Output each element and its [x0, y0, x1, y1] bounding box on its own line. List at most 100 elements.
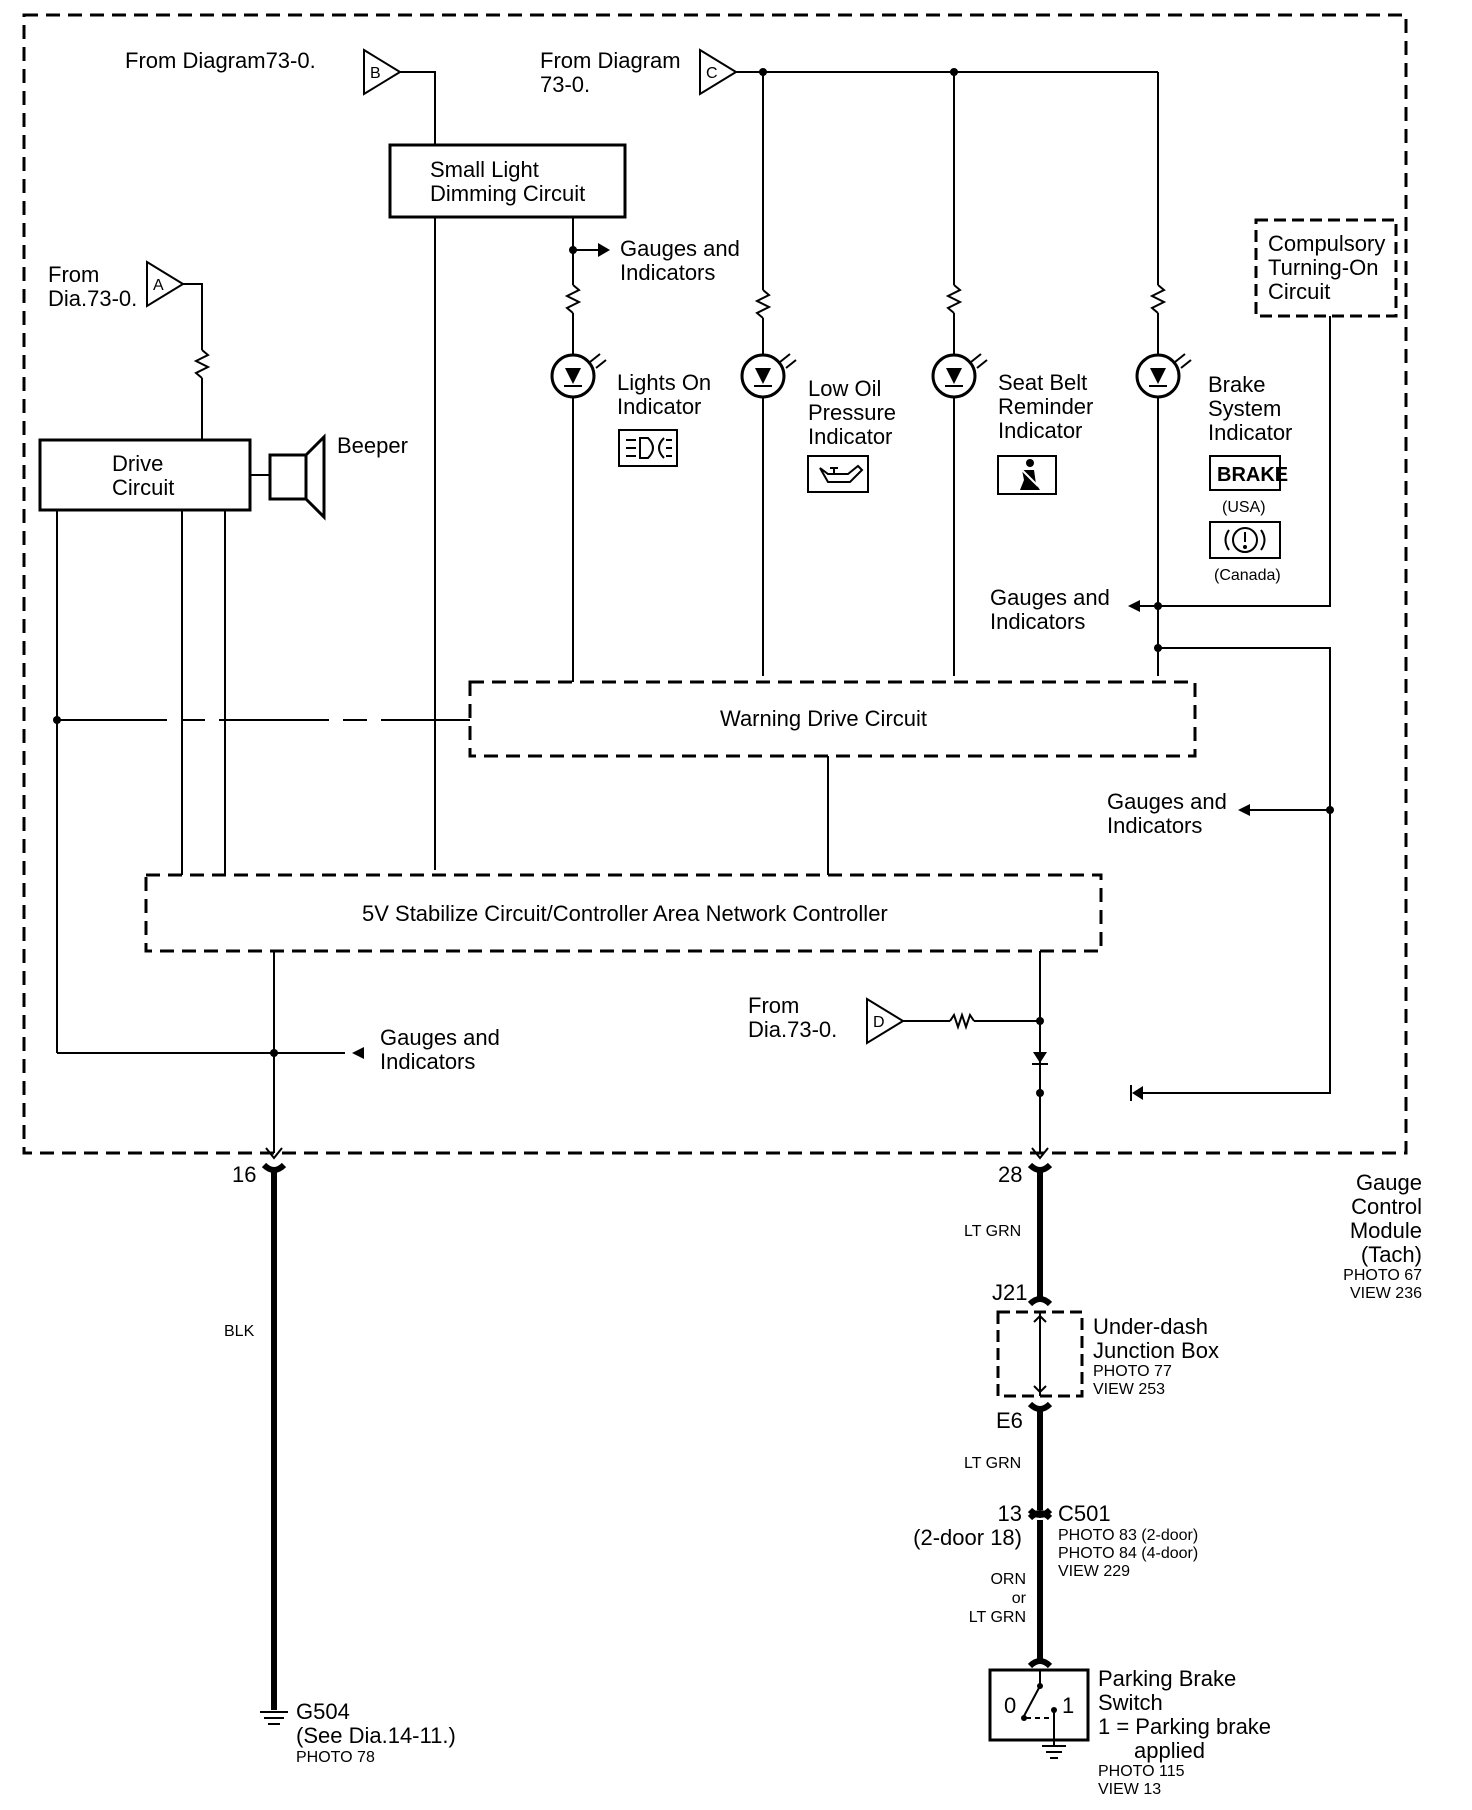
seat-belt-label-1: Seat Belt: [998, 370, 1087, 395]
input-a: From Dia.73-0. A: [48, 260, 211, 440]
input-b: From Diagram73-0. B: [125, 48, 436, 145]
small-light-dimming-circuit: Small Light Dimming Circuit: [388, 143, 627, 219]
svg-text:5V Stabilize Circuit/Controlle: 5V Stabilize Circuit/Controller Area Net…: [362, 901, 888, 926]
under-dash-junction-box: Under-dash Junction Box PHOTO 77 VIEW 25…: [996, 1310, 1219, 1398]
svg-text:PHOTO 67: PHOTO 67: [1343, 1267, 1422, 1284]
svg-text:VIEW 229: VIEW 229: [1058, 1563, 1130, 1580]
parking-brake-label-2: Switch: [1098, 1690, 1163, 1715]
seat-belt-label-3: Indicator: [998, 418, 1082, 443]
parking-brake-switch: 0 1: [988, 1668, 1090, 1742]
c501-label: C501: [1058, 1501, 1111, 1526]
pin-13-alt-label: (2-door 18): [913, 1525, 1022, 1550]
gauges-label-2b: Indicators: [990, 609, 1085, 634]
svg-text:Drive: Drive: [112, 451, 163, 476]
input-d-from-label-1: From: [748, 993, 799, 1018]
lt-grn-label-1: LT GRN: [964, 1223, 1021, 1240]
low-oil-label-2: Pressure: [808, 400, 896, 425]
parking-brake-note-1: 1 = Parking brake: [1098, 1714, 1271, 1739]
input-a-from-label-1: From: [48, 262, 99, 287]
gauges-label-2a: Gauges and: [990, 585, 1110, 610]
beeper-icon: [250, 433, 326, 521]
parking-brake-view: VIEW 13: [1098, 1781, 1161, 1798]
input-c-letter: C: [706, 65, 718, 82]
svg-text:Warning Drive Circuit: Warning Drive Circuit: [720, 706, 927, 731]
gauges-label-1a: Gauges and: [620, 236, 740, 261]
parking-brake-label-1: Parking Brake: [1098, 1666, 1236, 1691]
input-d: From Dia.73-0. D: [748, 993, 1044, 1045]
svg-text:Turning-On: Turning-On: [1268, 255, 1378, 280]
g504-label: G504: [296, 1699, 350, 1724]
input-a-letter: A: [153, 277, 164, 294]
svg-text:(Tach): (Tach): [1361, 1242, 1422, 1267]
j21-label: J21: [992, 1280, 1027, 1305]
svg-text:PHOTO 77: PHOTO 77: [1093, 1363, 1172, 1380]
gauges-label-4a: Gauges and: [380, 1025, 500, 1050]
seat-belt-person-icon: [997, 455, 1057, 495]
input-d-letter: D: [873, 1014, 885, 1031]
gauges-label-3a: Gauges and: [1107, 789, 1227, 814]
brake-canada-label: (Canada): [1214, 567, 1281, 584]
brake-label-1: Brake: [1208, 372, 1265, 397]
drive-circuit: Drive Circuit: [38, 438, 252, 512]
svg-text:VIEW 253: VIEW 253: [1093, 1381, 1165, 1398]
diode-return-icon: [1130, 1085, 1143, 1101]
c501-connector: 13 (2-door 18) C501 PHOTO 83 (2-door) PH…: [913, 1501, 1198, 1580]
svg-text:Under-dash: Under-dash: [1093, 1314, 1208, 1339]
ground-g504-icon: [260, 1711, 288, 1725]
svg-text:Control: Control: [1351, 1194, 1422, 1219]
warning-drive-circuit: Warning Drive Circuit: [468, 680, 1197, 758]
svg-text:PHOTO 84 (4-door): PHOTO 84 (4-door): [1058, 1545, 1198, 1562]
switch-pos1-label: 1: [1062, 1693, 1074, 1718]
stabilize-can-controller: 5V Stabilize Circuit/Controller Area Net…: [144, 873, 1103, 953]
svg-text:Circuit: Circuit: [112, 475, 174, 500]
brake-canada-icon: [1209, 521, 1281, 559]
lights-on-label-1: Lights On: [617, 370, 711, 395]
svg-text:Small Light: Small Light: [430, 157, 539, 182]
gauges-label-1b: Indicators: [620, 260, 715, 285]
svg-text:PHOTO 83 (2-door): PHOTO 83 (2-door): [1058, 1527, 1198, 1544]
pin-28-label: 28: [998, 1162, 1022, 1187]
parking-brake-note-2: applied: [1134, 1738, 1205, 1763]
pin-13-label: 13: [998, 1501, 1022, 1526]
low-oil-label-1: Low Oil: [808, 376, 881, 401]
switch-pos0-label: 0: [1004, 1693, 1016, 1718]
lt-grn-wire-upper: 28 LT GRN: [964, 1162, 1053, 1300]
diode-d-icon: [1032, 1052, 1048, 1065]
input-d-from-label-2: Dia.73-0.: [748, 1017, 837, 1042]
brake-usa-icon: BRAKE: [1209, 455, 1288, 491]
input-a-from-label-2: Dia.73-0.: [48, 286, 137, 311]
input-c-from-label-2: 73-0.: [540, 72, 590, 97]
gauges-label-3b: Indicators: [1107, 813, 1202, 838]
brake-branch: Brake System Indicator BRAKE (USA) (Cana…: [1135, 72, 1292, 676]
headlight-symbol-icon: [618, 429, 678, 467]
svg-text:Gauge: Gauge: [1356, 1170, 1422, 1195]
svg-text:Module: Module: [1350, 1218, 1422, 1243]
g504-see-label: (See Dia.14-11.): [296, 1723, 456, 1748]
parking-brake-photo: PHOTO 115: [1098, 1763, 1185, 1780]
or-label: or: [1012, 1590, 1027, 1607]
e6-label: E6: [996, 1408, 1023, 1433]
oil-can-icon: [807, 455, 869, 493]
lights-on-branch: Gauges and Indicators Lights On Indicato…: [550, 217, 740, 676]
svg-text:Junction Box: Junction Box: [1093, 1338, 1219, 1363]
g504-photo: PHOTO 78: [296, 1749, 375, 1766]
seat-belt-branch: Seat Belt Reminder Indicator: [931, 72, 1093, 676]
lights-on-label-2: Indicator: [617, 394, 701, 419]
lt-grn-label-2: LT GRN: [964, 1455, 1021, 1472]
gauges-label-4b: Indicators: [380, 1049, 475, 1074]
svg-text:VIEW 236: VIEW 236: [1350, 1285, 1422, 1302]
module-label: Gauge Control Module (Tach) PHOTO 67 VIE…: [1343, 1170, 1422, 1302]
input-c-from-label-1: From Diagram: [540, 48, 681, 73]
blk-label: BLK: [224, 1323, 255, 1340]
input-c: From Diagram 73-0. C: [540, 48, 1158, 97]
lt-grn-label-3: LT GRN: [969, 1609, 1026, 1626]
brake-label-2: System: [1208, 396, 1281, 421]
low-oil-branch: Low Oil Pressure Indicator: [740, 72, 896, 676]
pin-16-label: 16: [232, 1162, 256, 1187]
blk-wire: 16 BLK: [224, 1162, 287, 1710]
beeper-label: Beeper: [337, 433, 408, 458]
gauge-control-module-boundary: [22, 13, 1408, 1155]
svg-text:Circuit: Circuit: [1268, 279, 1330, 304]
input-b-from-label: From Diagram73-0.: [125, 48, 316, 73]
